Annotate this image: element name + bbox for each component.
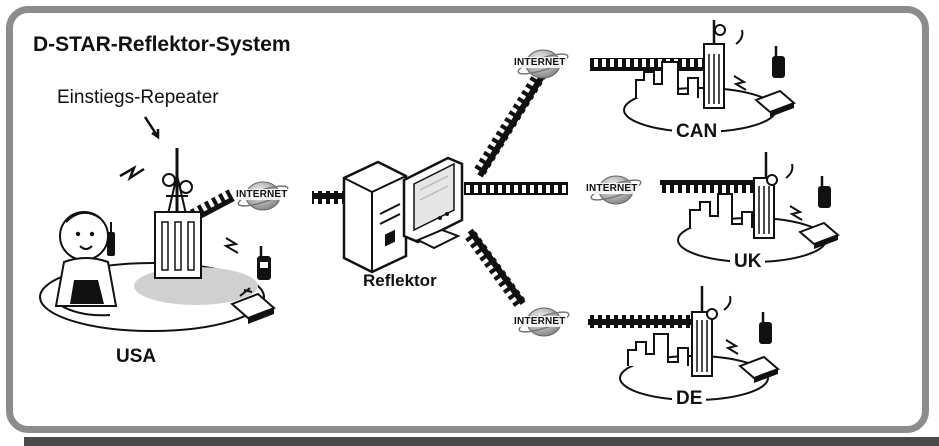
internet-label: INTERNET xyxy=(585,183,639,194)
de-site xyxy=(619,286,780,401)
cable-de-repeater xyxy=(588,315,692,328)
entry-repeater-label: Einstiegs-Repeater xyxy=(57,87,219,108)
region-label-usa: USA xyxy=(112,346,161,368)
signal-bolt-icon xyxy=(119,165,145,182)
mobile-radio-icon xyxy=(230,287,276,324)
reflector-computer xyxy=(342,156,464,274)
region-label-de: DE xyxy=(672,388,707,410)
internet-label: INTERNET xyxy=(235,189,289,200)
internet-label: INTERNET xyxy=(513,316,567,327)
diagram-title: D-STAR-Reflektor-System xyxy=(33,33,291,56)
pointer-arrow xyxy=(143,116,160,140)
signal-bolt-icon xyxy=(223,237,239,254)
cable-internet-reflector xyxy=(312,191,344,204)
entry-repeater-tower xyxy=(154,148,202,279)
handheld-radio-icon xyxy=(257,246,271,280)
can-site xyxy=(623,20,796,133)
bottom-rule xyxy=(24,437,939,446)
internet-label: INTERNET xyxy=(513,57,567,68)
cable-reflector-de xyxy=(462,228,527,309)
cable-reflector-uk xyxy=(464,182,568,195)
cable-uk-repeater xyxy=(660,180,756,193)
reflector-label: Reflektor xyxy=(363,271,437,290)
region-label-uk: UK xyxy=(730,251,766,273)
cable-reflector-can xyxy=(472,69,547,179)
region-label-can: CAN xyxy=(672,121,722,143)
cable-can-repeater xyxy=(590,58,706,71)
operator-person xyxy=(54,211,118,307)
uk-site xyxy=(677,152,840,263)
